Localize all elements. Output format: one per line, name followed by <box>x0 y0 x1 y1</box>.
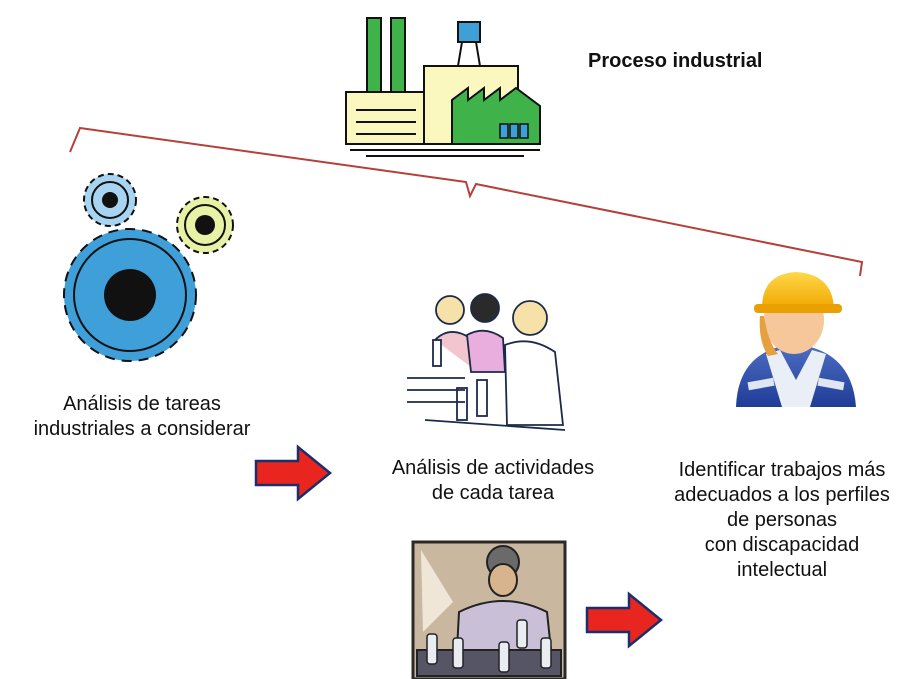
workers-icon <box>407 293 566 431</box>
arrow-right-icon <box>585 591 663 649</box>
construction-worker-icon <box>736 272 856 407</box>
step-label-line: Análisis de actividades <box>391 457 595 479</box>
step-label-line: de cada tarea <box>431 482 555 504</box>
bottling-worker-icon <box>411 540 567 679</box>
step-label-activities: Análisis de actividades de cada tarea <box>348 456 638 506</box>
step-label-line: con discapacidad <box>704 534 860 556</box>
step-label-line: adecuados a los perfiles <box>674 484 890 506</box>
step-label-line: industriales a considerar <box>33 418 251 440</box>
step-label-line: de personas <box>726 509 838 531</box>
factory-icon <box>345 17 541 157</box>
step-label-jobs: Identificar trabajos más adecuados a los… <box>644 458 920 583</box>
step-label-line: Identificar trabajos más <box>678 459 886 481</box>
arrow-right-icon <box>254 444 332 502</box>
step-label-tasks: Análisis de tareas industriales a consid… <box>12 392 272 442</box>
step-label-line: intelectual <box>736 559 828 581</box>
gears-icon <box>63 173 234 362</box>
step-label-line: Análisis de tareas <box>63 393 221 415</box>
diagram-title: Proceso industrial <box>588 50 763 72</box>
